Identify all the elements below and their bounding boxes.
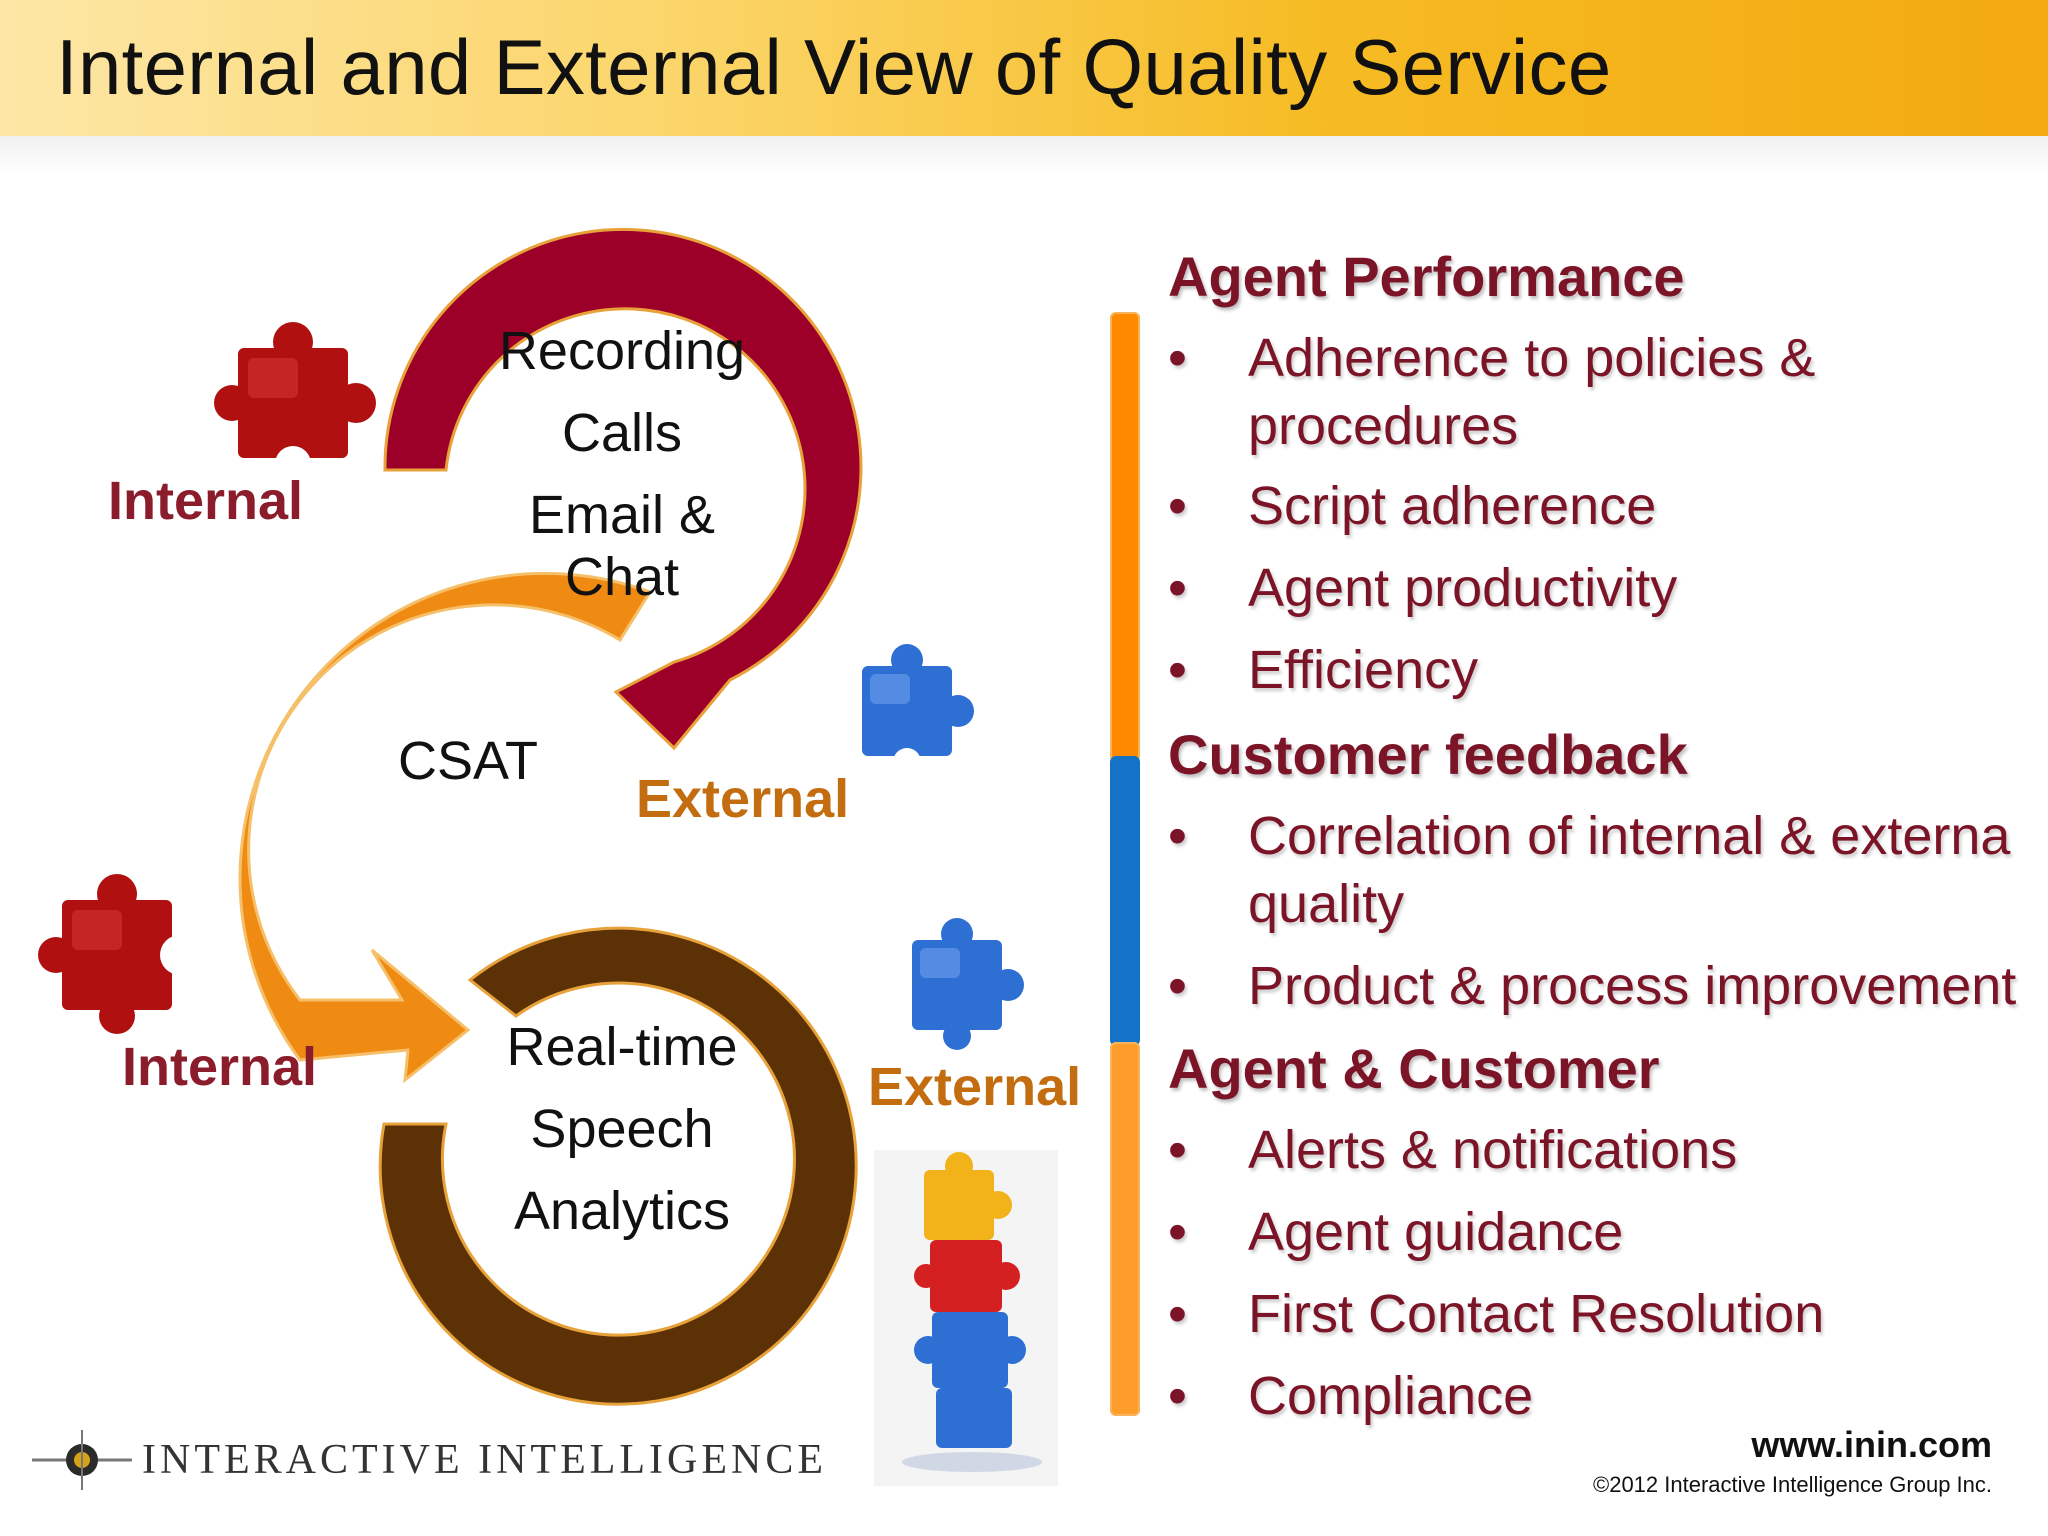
heading-agent-performance: Agent Performance — [1168, 245, 1685, 308]
speech-label-line-3: Analytics — [513, 1181, 731, 1241]
bar-customer-feedback — [1110, 756, 1140, 1046]
bullet-text: procedures — [1248, 396, 1519, 456]
bullet-dot: • — [1168, 956, 1187, 1016]
bullet-text: Product & process improvement — [1248, 956, 2017, 1016]
bullet-dot: • — [1168, 328, 1187, 388]
recording-label-line-2: Calls — [561, 403, 683, 463]
bullet-text: quality — [1248, 874, 1405, 934]
red-puzzle-icon-top — [214, 322, 376, 482]
bullet-dot: • — [1168, 558, 1187, 618]
speech-label-line-1: Real-time — [506, 1017, 738, 1077]
footer-copyright: ©2012 Interactive Intelligence Group Inc… — [1593, 1472, 1992, 1497]
bullet-dot: • — [1168, 1366, 1187, 1426]
blue-puzzle-icon-lower — [912, 918, 1024, 1050]
bullet-text: Efficiency — [1248, 640, 1479, 700]
external-label-bottom: External — [868, 1057, 1082, 1117]
bullet-text: Agent productivity — [1248, 558, 1678, 618]
company-logo-text: INTERACTIVE INTELLIGENCE — [142, 1437, 828, 1483]
bullet-dot: • — [1168, 1202, 1187, 1262]
bullet-text: Compliance — [1248, 1366, 1534, 1426]
title-shadow — [0, 136, 2048, 176]
heading-customer-feedback: Customer feedback — [1168, 723, 1688, 786]
bar-agent-customer — [1110, 1042, 1140, 1416]
recording-arrow — [383, 227, 863, 751]
bullet-text: Adherence to policies & — [1248, 328, 1816, 388]
bullet-text: Agent guidance — [1248, 1202, 1624, 1262]
csat-arrow — [238, 571, 653, 1084]
title-bar: Internal and External View of Quality Se… — [0, 0, 2048, 136]
bullet-text: Script adherence — [1248, 476, 1657, 536]
recording-label-line-3: Email & — [528, 485, 716, 545]
bar-agent-performance — [1110, 312, 1140, 762]
bullet-dot: • — [1168, 806, 1187, 866]
bullet-dot: • — [1168, 1120, 1187, 1180]
bullet-dot: • — [1168, 1284, 1187, 1344]
speech-label-line-2: Speech — [530, 1099, 714, 1159]
red-puzzle-icon-bottom — [38, 874, 200, 1034]
heading-agent-customer: Agent & Customer — [1168, 1037, 1660, 1100]
speech-analytics-label: Real-time Speech Analytics — [462, 1016, 782, 1242]
bullet-dot: • — [1168, 476, 1187, 536]
internal-label-top: Internal — [108, 471, 304, 531]
recording-label-line-1: Recording — [498, 321, 746, 381]
bullet-dot: • — [1168, 640, 1187, 700]
external-label-middle: External — [636, 769, 850, 829]
bullet-text: Correlation of internal & externa — [1248, 806, 2011, 866]
puzzle-stack-icon — [874, 1150, 1058, 1486]
blue-puzzle-icon-upper — [862, 644, 974, 776]
recording-label-line-4: Chat — [564, 547, 680, 607]
internal-label-bottom: Internal — [122, 1037, 318, 1097]
bullet-text: First Contact Resolution — [1248, 1284, 1825, 1344]
speech-ring — [378, 926, 858, 1406]
bullet-text: Alerts & notifications — [1248, 1120, 1738, 1180]
csat-label: CSAT — [397, 731, 538, 791]
footer-url[interactable]: www.inin.com — [1751, 1424, 1992, 1465]
slide-title: Internal and External View of Quality Se… — [56, 23, 1612, 111]
recording-label: Recording Calls Email & Chat — [462, 320, 782, 608]
company-logo-icon — [32, 1430, 132, 1490]
